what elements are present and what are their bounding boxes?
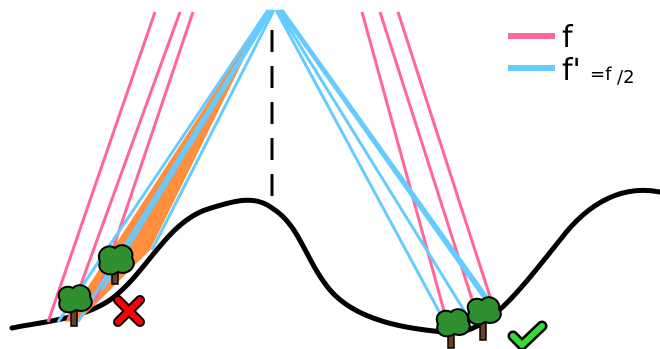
rays-f-right: [360, 11, 497, 323]
tree-right-right: [466, 296, 502, 341]
legend-label-f-prime-sub: /2: [617, 67, 635, 88]
terrain-curve: [9, 187, 660, 336]
tree-left-lower: [57, 284, 93, 327]
tree-right-left: [435, 308, 471, 349]
tree-left-upper: [97, 244, 135, 285]
legend-label-f-prime-eq: =f: [590, 64, 612, 85]
cross-icon: [113, 295, 145, 327]
legend-label-f: f: [562, 20, 574, 55]
check-icon: [507, 320, 548, 349]
legend-label-f-prime: f': [562, 53, 581, 88]
legend: f f' =f /2: [508, 20, 635, 88]
rays-f-half-right: [274, 9, 496, 329]
rays-f-half-left: [56, 9, 276, 323]
